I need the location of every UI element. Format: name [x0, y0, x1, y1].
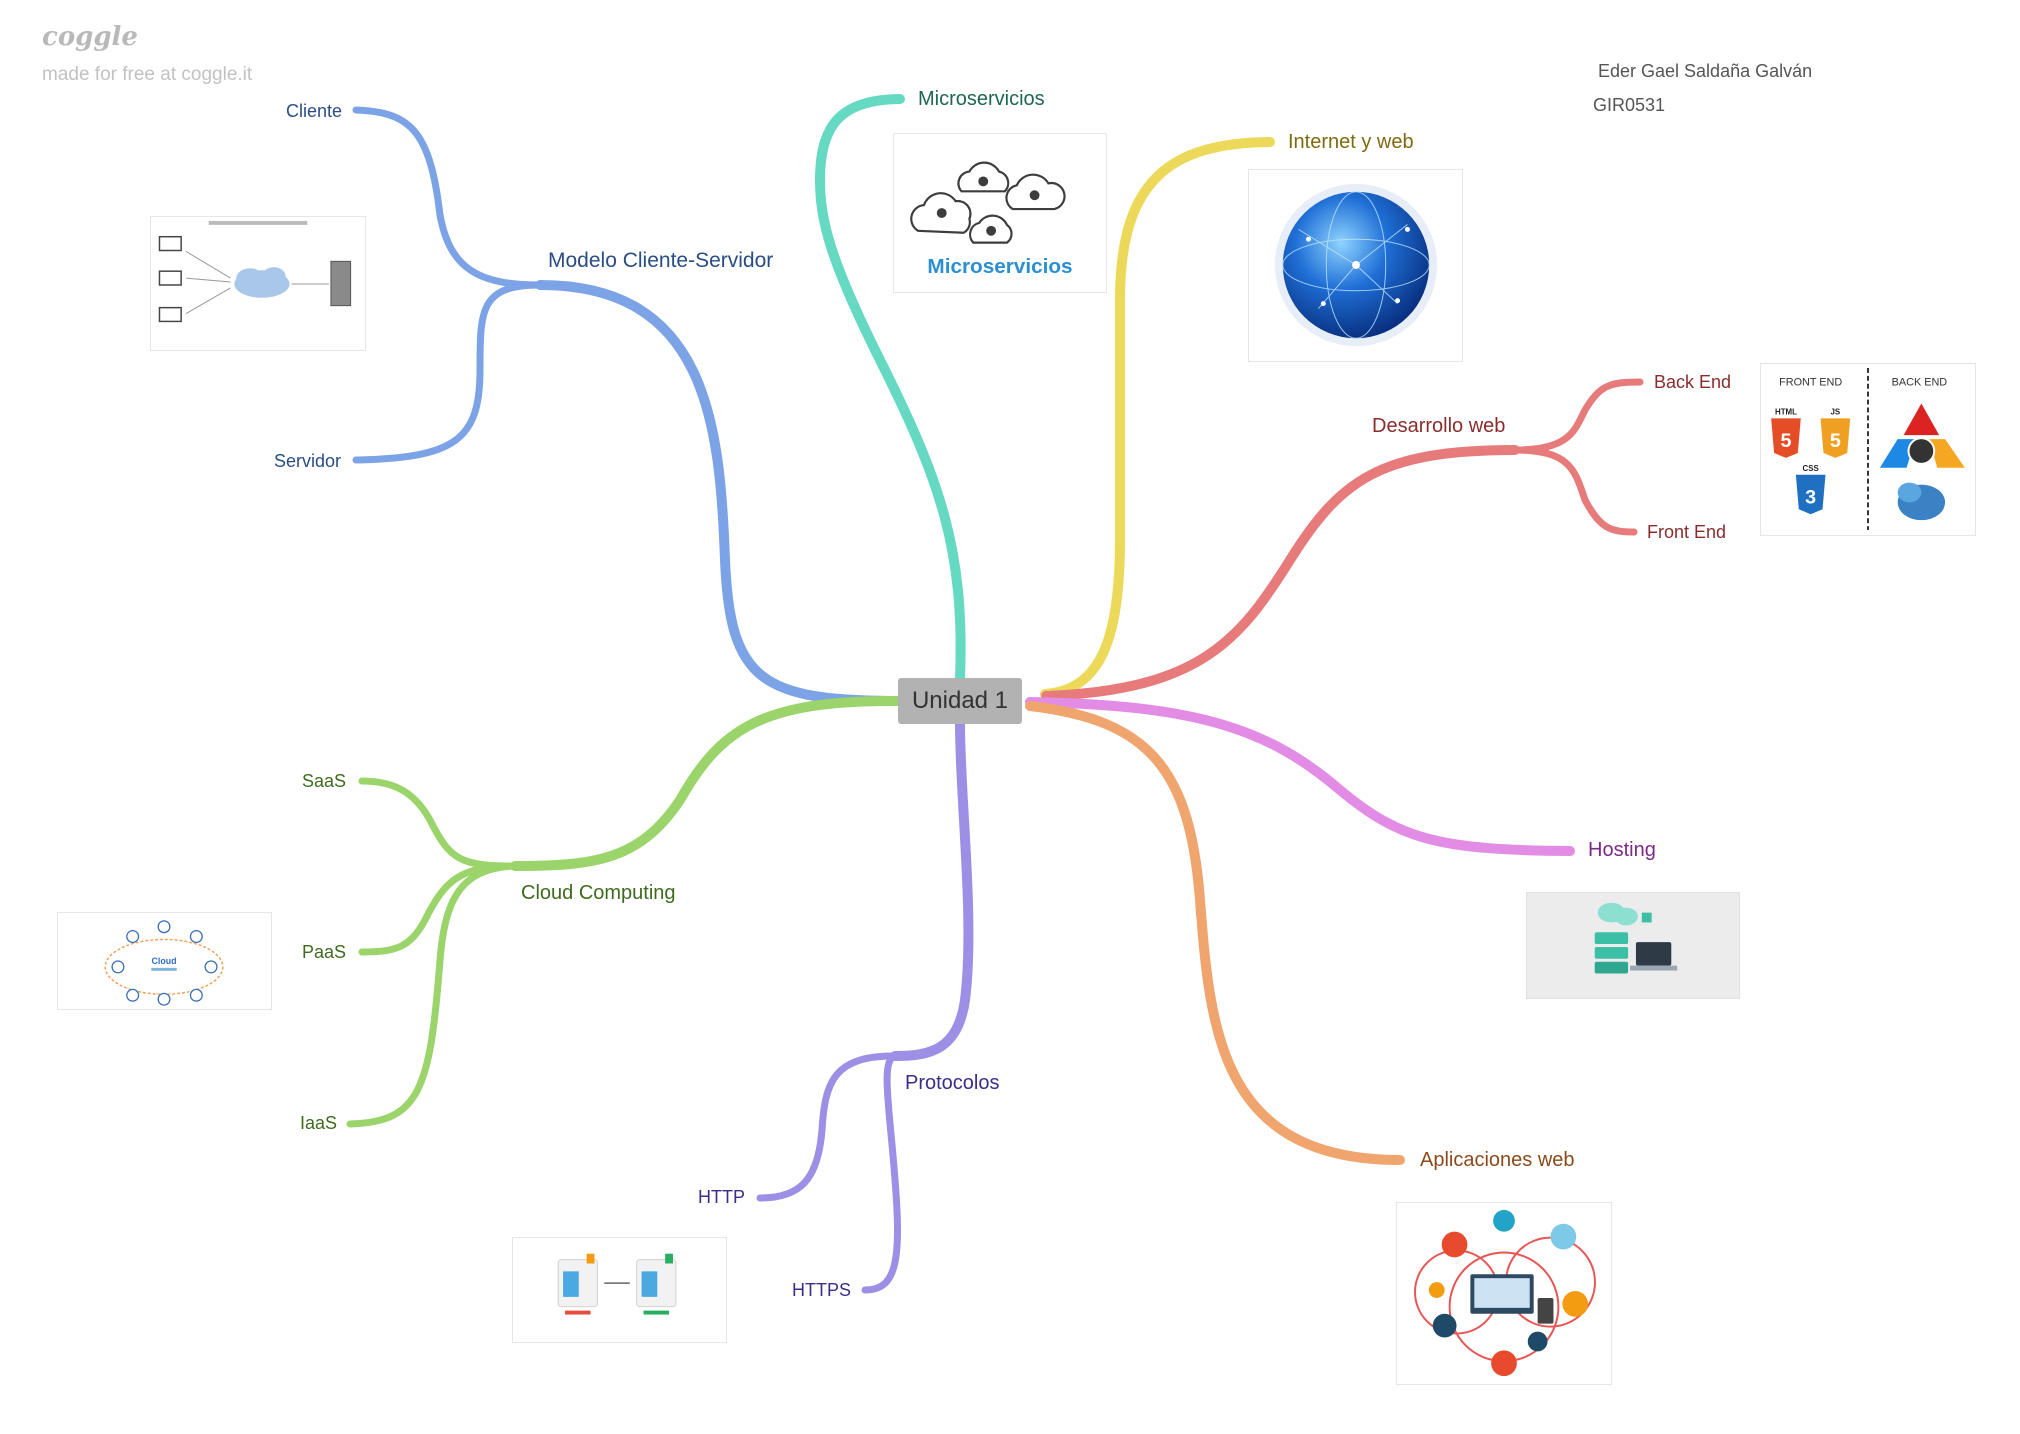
microservicios-image-caption: Microservicios — [927, 255, 1072, 278]
hosting-image[interactable] — [1526, 892, 1740, 999]
node-hosting[interactable]: Hosting — [1588, 839, 1656, 861]
branch-microservicios — [814, 94, 966, 683]
front-back-end-image[interactable]: FRONT END BACK END 5 HTML 5 JS 3 CSS — [1760, 363, 1976, 536]
internet-globe-image[interactable] — [1248, 169, 1463, 362]
node-cliente[interactable]: Cliente — [286, 101, 343, 121]
coggle-tagline[interactable]: made for free at coggle.it — [42, 64, 253, 85]
node-modelo-cliente-servidor[interactable]: Modelo Cliente-Servidor — [548, 249, 774, 272]
node-http[interactable]: HTTP — [698, 1187, 745, 1207]
microservicios-image[interactable]: Microservicios — [893, 133, 1107, 293]
node-microservicios[interactable]: Microservicios — [918, 88, 1045, 110]
branch-servidor — [352, 281, 544, 464]
branch-iaas — [346, 862, 519, 1128]
html5-icon: 5 HTML — [1771, 407, 1801, 458]
cloud-image-caption: Cloud — [152, 956, 177, 966]
svg-text:3: 3 — [1805, 486, 1816, 508]
branch-saas — [358, 777, 519, 870]
front-end-heading: FRONT END — [1779, 377, 1842, 389]
branch-paas — [358, 862, 519, 956]
node-desarrollo-web[interactable]: Desarrollo web — [1372, 415, 1506, 437]
http-https-image[interactable] — [512, 1237, 727, 1343]
branch-https — [861, 1052, 901, 1294]
svg-text:5: 5 — [1830, 430, 1841, 452]
css3-icon: 3 CSS — [1795, 464, 1826, 515]
node-protocolos[interactable]: Protocolos — [905, 1072, 1000, 1094]
svg-text:5: 5 — [1780, 430, 1791, 452]
svg-text:JS: JS — [1831, 407, 1841, 416]
cloud-computing-image[interactable]: Cloud — [57, 912, 272, 1010]
branch-cloud — [510, 695, 903, 871]
cloud-network-icon: Cloud — [104, 920, 224, 1006]
svg-text:CSS: CSS — [1803, 464, 1819, 473]
coggle-logo: coggle — [42, 22, 138, 52]
globe-icon — [1274, 183, 1438, 347]
branch-aplicaciones — [1025, 701, 1405, 1165]
node-back-end[interactable]: Back End — [1654, 372, 1732, 392]
node-servidor[interactable]: Servidor — [274, 451, 342, 471]
http-https-icon — [557, 1253, 677, 1315]
author-id: GIR0531 — [1593, 95, 1666, 115]
branch-back-end — [1511, 378, 1644, 454]
author-name: Eder Gael Saldaña Galván — [1598, 61, 1813, 81]
node-saas[interactable]: SaaS — [302, 771, 347, 791]
branch-front-end — [1511, 446, 1638, 536]
web-apps-image[interactable] — [1396, 1202, 1612, 1385]
gear-clouds-icon: Microservicios — [910, 161, 1073, 278]
node-cloud-computing[interactable]: Cloud Computing — [521, 882, 676, 904]
client-server-diagram-image[interactable] — [150, 216, 366, 351]
branch-internet — [1040, 137, 1275, 699]
back-end-heading: BACK END — [1892, 377, 1948, 389]
central-node[interactable]: Unidad 1 — [898, 678, 1022, 724]
branch-cliente-servidor — [535, 280, 903, 706]
node-internet-y-web[interactable]: Internet y web — [1288, 131, 1414, 153]
backend-tech-icon — [1879, 403, 1965, 521]
node-iaas[interactable]: IaaS — [300, 1113, 338, 1133]
js-icon: 5 JS — [1820, 407, 1851, 458]
svg-text:HTML: HTML — [1775, 407, 1797, 416]
client-server-diagram-icon — [158, 220, 352, 323]
branch-desarrollo — [1041, 445, 1520, 701]
branch-http — [756, 1052, 899, 1202]
central-node-label: Unidad 1 — [911, 687, 1009, 714]
front-back-end-diagram: FRONT END BACK END 5 HTML 5 JS 3 CSS — [1771, 367, 1965, 531]
node-https[interactable]: HTTPS — [792, 1280, 852, 1300]
web-apps-icon — [1413, 1209, 1596, 1377]
branch-cliente — [352, 106, 544, 289]
node-front-end[interactable]: Front End — [1647, 522, 1727, 542]
hosting-server-icon — [1594, 902, 1678, 974]
branch-protocolos — [890, 719, 974, 1061]
node-aplicaciones-web[interactable]: Aplicaciones web — [1420, 1149, 1575, 1171]
branch-hosting — [1025, 697, 1575, 856]
node-paas[interactable]: PaaS — [302, 942, 347, 962]
